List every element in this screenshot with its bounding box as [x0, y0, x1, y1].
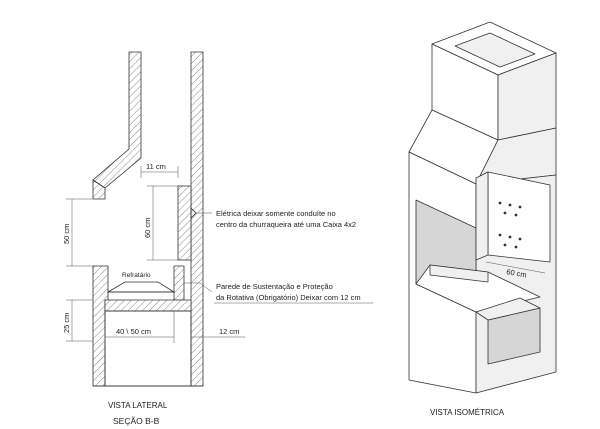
- note-wall-line1: Parede de Sustentação e Proteção: [216, 282, 333, 291]
- right-wall: [190, 51, 204, 387]
- caption-isometric: VISTA ISOMÉTRICA: [430, 408, 505, 417]
- dim-40-50cm: 40 \ 50 cm: [116, 327, 151, 336]
- hole-6: [498, 233, 502, 237]
- front-lower-wall: [92, 265, 109, 387]
- electric-box: [190, 207, 197, 219]
- hole-4: [503, 211, 507, 215]
- note-wall-line2: da Rotativa (Obrigatório) Deixar com 12 …: [216, 293, 361, 302]
- refractory-label: Refratário: [122, 272, 151, 279]
- chimney-left-wall: [92, 51, 142, 189]
- caption-lateral: VISTA LATERAL: [108, 401, 168, 410]
- base-compartment: [104, 310, 192, 387]
- hole-2: [508, 203, 512, 207]
- hole-3: [518, 205, 522, 209]
- lateral-section-view: 11 cm 60 cm 50 cm 25 cm 40 \ 50 cm 12 cm…: [62, 51, 373, 426]
- hole-1: [498, 201, 502, 205]
- note-electric-line2: centro da churraqueira até uma Caixa 4x2: [216, 220, 356, 229]
- dim-50cm: 50 cm: [62, 224, 71, 244]
- iso-plate-holes: [498, 201, 522, 249]
- grill-floor-slab: [104, 299, 192, 312]
- hole-8: [518, 237, 522, 241]
- dim-25cm: 25 cm: [62, 313, 71, 333]
- hole-5: [514, 213, 518, 217]
- protection-wall: [173, 265, 185, 301]
- iso-back-plate-edge: [475, 171, 489, 261]
- iso-dim-line: [485, 261, 546, 274]
- iso-lower-inner: [475, 297, 541, 321]
- dim-12cm: 12 cm: [219, 327, 239, 336]
- refractory-bed: [106, 281, 176, 293]
- rotisserie-back-plate: [177, 185, 192, 261]
- hole-7: [508, 235, 512, 239]
- dim-60cm: 60 cm: [143, 218, 152, 238]
- hole-9: [503, 243, 507, 247]
- isometric-view: 60 cm VISTA ISOMÉTRICA: [408, 21, 557, 417]
- dim-11cm: 11 cm: [146, 162, 166, 171]
- hole-10: [514, 245, 518, 249]
- iso-dim-60cm: 60 cm: [506, 267, 528, 279]
- caption-section: SEÇÃO B-B: [113, 416, 160, 426]
- iso-chimney-opening: [454, 32, 536, 68]
- note-electric-line1: Elétrica deixar somente conduíte no: [216, 209, 336, 218]
- iso-ledge-front: [429, 264, 489, 283]
- leader-wall: [184, 282, 213, 293]
- hood-lower-lip: [92, 179, 106, 200]
- iso-back-plate: [487, 171, 551, 263]
